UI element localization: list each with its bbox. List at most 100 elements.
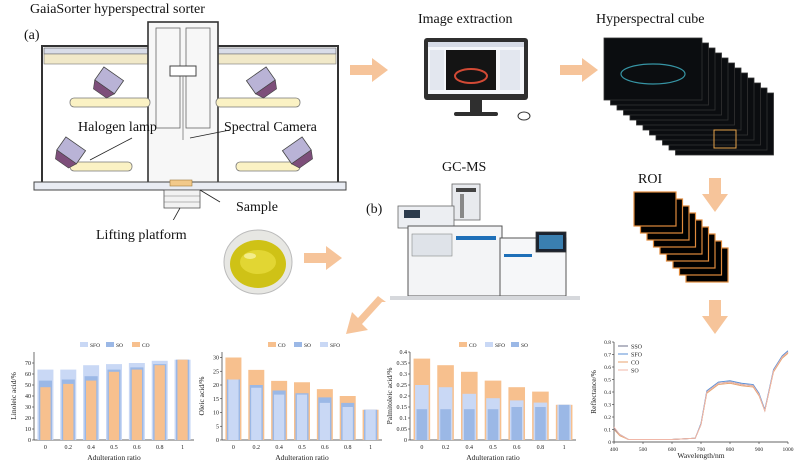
x-tick-label: 1000 xyxy=(783,447,794,453)
bar-sfo xyxy=(251,387,262,440)
y-tick-label: 0 xyxy=(216,438,219,444)
bar-co xyxy=(108,371,120,440)
bar-so xyxy=(463,409,475,440)
y-axis-label: Reflectance/% xyxy=(589,370,598,414)
spectrum-line-so xyxy=(613,351,789,440)
spectral-camera-label: Spectral Camera xyxy=(224,120,317,135)
y-tick-label: 0.15 xyxy=(397,405,408,411)
bar-so xyxy=(558,404,570,440)
x-tick-label: 700 xyxy=(697,447,706,453)
x-tick-label: 0.2 xyxy=(442,445,450,451)
legend-label-sfo: SFO xyxy=(495,343,505,349)
halogen-lamp-bottom-left xyxy=(55,136,87,169)
spectrum-line-sfo xyxy=(613,350,789,440)
y-tick-label: 15 xyxy=(213,397,219,403)
x-tick-label: 0.4 xyxy=(87,445,95,451)
bar-co xyxy=(177,359,188,440)
legend-label-sso: SSO xyxy=(631,345,643,351)
y-tick-label: 0.3 xyxy=(400,372,408,378)
bar-co xyxy=(154,365,165,440)
x-tick-label: 500 xyxy=(639,447,648,453)
y-tick-label: 0.8 xyxy=(604,340,611,346)
image-extraction-title: Image extraction xyxy=(418,12,513,27)
bar-co xyxy=(40,387,51,440)
y-tick-label: 0.4 xyxy=(604,390,611,396)
x-tick-label: 0 xyxy=(232,445,235,451)
x-tick-label: 1 xyxy=(181,445,184,451)
x-axis-label: Adulteration ratio xyxy=(275,453,329,462)
x-tick-label: 0 xyxy=(420,445,423,451)
y-tick-label: 0.35 xyxy=(397,361,408,367)
x-tick-label: 800 xyxy=(726,447,735,453)
bar-co xyxy=(63,383,74,440)
bar-sfo xyxy=(274,394,285,440)
x-tick-label: 0.2 xyxy=(65,445,73,451)
legend-label-sfo: SFO xyxy=(631,353,643,359)
y-tick-label: 0 xyxy=(404,438,407,444)
bar-so xyxy=(440,409,451,440)
y-tick-label: 0.4 xyxy=(400,350,408,356)
bar-so xyxy=(511,407,523,440)
x-tick-label: 1 xyxy=(369,445,372,451)
y-tick-label: 40 xyxy=(25,394,31,400)
x-tick-label: 0.8 xyxy=(344,445,352,451)
y-tick-label: 0.2 xyxy=(604,415,611,421)
arrow-to-spectra xyxy=(702,300,728,334)
sample-tray xyxy=(169,179,193,187)
y-tick-label: 0 xyxy=(608,440,611,446)
legend-swatch-co xyxy=(459,342,467,347)
x-axis-label: Wavelength/nm xyxy=(677,451,724,460)
y-axis-label: Oleic acid/% xyxy=(197,377,206,416)
x-tick-label: 0.4 xyxy=(466,445,474,451)
spectrum-line-sso xyxy=(613,351,789,440)
y-tick-label: 20 xyxy=(25,416,31,422)
x-tick-label: 900 xyxy=(755,447,764,453)
halogen-lamp-bottom-right xyxy=(281,136,313,169)
panel-label-b: (b) xyxy=(366,202,383,217)
legend-label-so: SO xyxy=(304,343,311,349)
y-tick-label: 0.7 xyxy=(604,353,611,359)
bar-sfo xyxy=(319,402,330,440)
y-tick-label: 10 xyxy=(25,427,31,433)
bar-sfo xyxy=(228,379,239,440)
legend-label-so: SO xyxy=(521,343,528,349)
arrow-to-charts xyxy=(346,296,386,334)
hyperspectral-cube-title: Hyperspectral cube xyxy=(596,12,705,27)
y-tick-label: 0.2 xyxy=(400,394,408,400)
sample-beaker xyxy=(223,229,293,295)
cube-band-frame xyxy=(603,37,703,101)
gcms-title: GC-MS xyxy=(442,160,487,175)
gcms-instrument xyxy=(390,183,580,300)
y-tick-label: 30 xyxy=(213,356,219,362)
roi-slice xyxy=(633,191,677,227)
spectrum-line-co xyxy=(613,352,789,440)
bar-sfo xyxy=(296,394,308,440)
x-tick-label: 0.6 xyxy=(513,445,521,451)
x-axis-label: Adulteration ratio xyxy=(466,453,520,462)
legend-label-so: SO xyxy=(631,369,639,375)
legend-label-co: CO xyxy=(631,361,640,367)
legend-label-sfo: SFO xyxy=(90,343,100,349)
cube-roi-box xyxy=(713,129,737,149)
legend-label-co: CO xyxy=(142,343,150,349)
legend-swatch-co xyxy=(132,342,140,347)
y-axis-label: Palmitoleic acid/% xyxy=(385,368,394,425)
x-tick-label: 0.5 xyxy=(298,445,306,451)
x-tick-label: 0.8 xyxy=(156,445,164,451)
cube-band-dish xyxy=(620,63,686,85)
y-tick-label: 60 xyxy=(25,372,31,378)
y-tick-label: 0.1 xyxy=(604,428,611,434)
legend-label-co: CO xyxy=(469,343,477,349)
legend-swatch-sfo xyxy=(80,342,88,347)
legend-swatch-sfo xyxy=(320,342,328,347)
x-tick-label: 600 xyxy=(668,447,677,453)
x-axis-label: Adulteration ratio xyxy=(87,453,141,462)
bar-so xyxy=(535,407,546,440)
legend-swatch-so xyxy=(511,342,519,347)
y-tick-label: 0.3 xyxy=(604,403,611,409)
legend-label-co: CO xyxy=(278,343,286,349)
